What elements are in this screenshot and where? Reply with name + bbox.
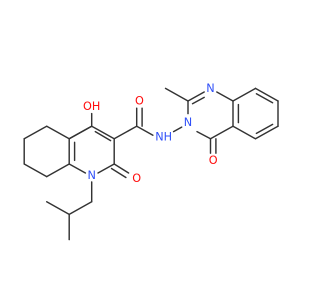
bond xyxy=(94,130,112,142)
bond xyxy=(135,125,154,136)
hydroxyl-label: OH xyxy=(83,100,100,113)
ring-nitrogen-label: N xyxy=(87,169,95,182)
bond xyxy=(68,163,87,174)
bond xyxy=(97,163,115,174)
bond xyxy=(254,125,279,140)
structure-diagram: OH O O N NH N N O xyxy=(23,82,279,241)
bond xyxy=(191,96,205,105)
bond xyxy=(68,201,93,216)
bond xyxy=(255,123,274,135)
bonds xyxy=(23,87,279,241)
bond xyxy=(172,126,183,133)
bond xyxy=(23,125,48,140)
bond xyxy=(90,125,115,140)
bond xyxy=(196,130,212,140)
atom-labels: OH O O N NH N N O xyxy=(83,82,218,185)
bond xyxy=(23,163,48,178)
bond xyxy=(232,125,257,140)
bond xyxy=(45,163,70,178)
ring-carbonyl-oxygen-label: O xyxy=(132,172,141,185)
amide-nh-label: NH xyxy=(155,131,172,144)
molecule-canvas: OH O O N NH N N O xyxy=(23,81,279,241)
bond xyxy=(209,125,234,140)
bond xyxy=(187,91,205,102)
amide-oxygen-label: O xyxy=(135,95,144,108)
bond xyxy=(110,167,127,179)
bond xyxy=(113,163,130,174)
quinazolinone-n3-label: N xyxy=(184,116,192,129)
quinazolinone-oxygen-label: O xyxy=(209,154,218,167)
bond xyxy=(255,93,274,104)
bond xyxy=(254,87,279,102)
quinazolinone-n1-label: N xyxy=(206,82,214,95)
structure-group: OH O O N NH N N O xyxy=(23,82,279,241)
bond xyxy=(45,125,70,140)
bond xyxy=(232,87,257,102)
bond xyxy=(113,125,138,140)
bond xyxy=(164,87,189,102)
bond xyxy=(45,201,70,216)
bond xyxy=(216,91,234,102)
bond xyxy=(68,125,93,140)
